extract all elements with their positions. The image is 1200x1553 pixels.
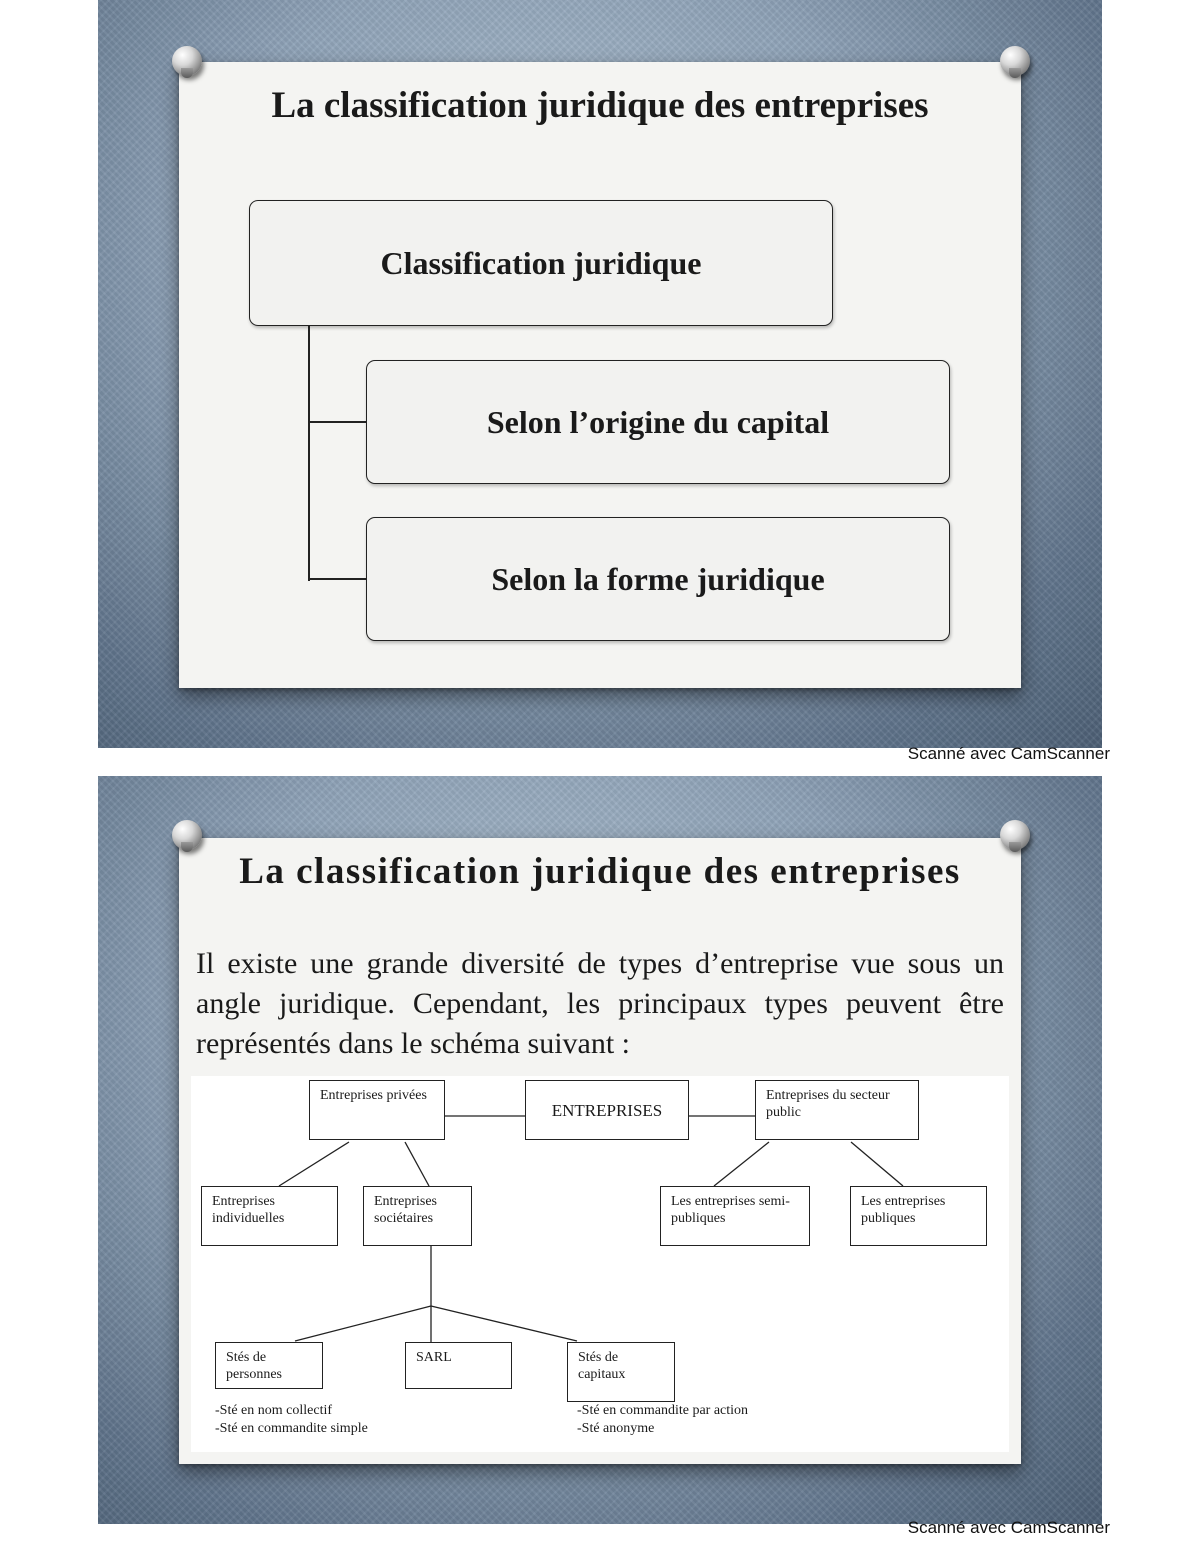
box-publiques: Les entreprises publiques — [850, 1186, 987, 1246]
camscanner-footer: Scanné avec CamScanner — [907, 744, 1110, 763]
connector-privees-societaires — [404, 1141, 430, 1187]
box-secteur-public: Entreprises du secteur public — [755, 1080, 919, 1140]
tree-connector-branch-1 — [308, 421, 366, 423]
box-entreprises-privees: Entreprises privées — [309, 1080, 445, 1140]
root-box-classification-juridique: Classification juridique — [249, 200, 833, 326]
org-chart-entreprises: Entreprises privées ENTREPRISES Entrepri… — [191, 1076, 1009, 1452]
box-sarl: SARL — [405, 1342, 512, 1389]
list-capitaux-types: -Sté en commandite par action -Sté anony… — [577, 1402, 748, 1438]
list-item: -Sté en commandite simple — [215, 1421, 368, 1436]
box-entreprises-societaires: Entreprises sociétaires — [363, 1186, 472, 1246]
slide-1-title: La classification juridique des entrepri… — [271, 85, 929, 126]
slide-1: La classification juridique des entrepri… — [98, 0, 1102, 748]
pushpin-icon — [172, 820, 202, 852]
slide-2: La classification juridique des entrepri… — [98, 776, 1102, 1524]
box-entreprises-individuelles: Entreprises individuelles — [201, 1186, 338, 1246]
list-item: -Sté en nom collectif — [215, 1403, 333, 1418]
box-stes-personnes: Stés de personnes — [215, 1342, 323, 1389]
box-entreprises-root: ENTREPRISES — [525, 1080, 689, 1140]
tree-connector-branch-2 — [308, 578, 366, 580]
box-stes-capitaux: Stés de capitaux — [567, 1342, 675, 1402]
branch-box-forme-juridique: Selon la forme juridique — [366, 517, 950, 641]
camscanner-footer: Scanné avec CamScanner — [907, 1518, 1110, 1537]
pushpin-icon — [172, 46, 202, 78]
intro-paragraph: Il existe une grande diversité de types … — [196, 947, 1004, 1060]
list-item: -Sté anonyme — [577, 1421, 655, 1436]
box-semi-publiques: Les entreprises semi-publiques — [660, 1186, 810, 1246]
list-item: -Sté en commandite par action — [577, 1403, 749, 1418]
list-personnes-types: -Sté en nom collectif -Sté en commandite… — [215, 1402, 368, 1438]
connector-public-publiques — [850, 1141, 904, 1187]
org-chart-connectors — [278, 1115, 904, 1342]
slide-1-card: La classification juridique des entrepri… — [179, 62, 1021, 688]
connector-public-semi — [713, 1141, 770, 1187]
connector-privees-individuelles — [278, 1141, 350, 1187]
pushpin-icon — [1000, 820, 1030, 852]
slide-2-card: La classification juridique des entrepri… — [179, 838, 1021, 1464]
slide-2-title: La classification juridique des entrepri… — [239, 851, 961, 892]
connector-to-personnes — [294, 1305, 432, 1342]
branch-box-origine-capital: Selon l’origine du capital — [366, 360, 950, 484]
pushpin-icon — [1000, 46, 1030, 78]
tree-connector-vertical — [308, 326, 310, 581]
connector-to-capitaux — [430, 1305, 578, 1342]
